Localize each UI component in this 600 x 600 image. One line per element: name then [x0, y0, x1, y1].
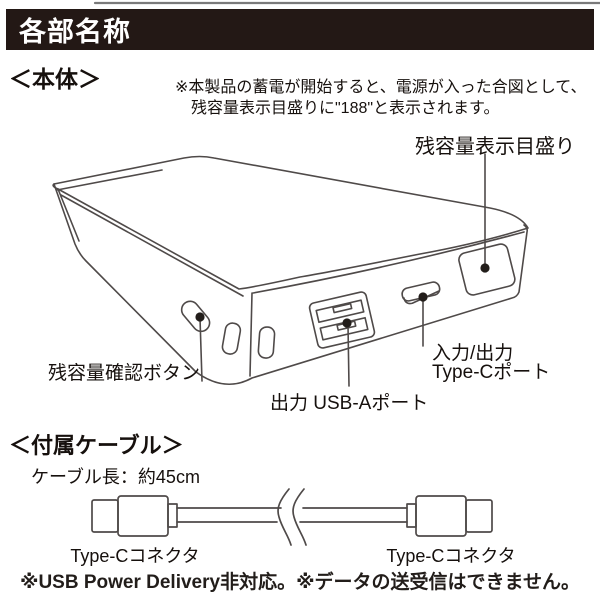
leader-button [199, 317, 203, 382]
dot-type-c [418, 292, 428, 302]
bevel-line-topleft [56, 169, 163, 191]
cable-left-tip [91, 499, 119, 533]
corner-edge [249, 292, 253, 377]
left-edge [53, 183, 197, 373]
bevel-line-leftedge [57, 188, 80, 242]
cable-illustration [91, 488, 493, 546]
usb-a-port-block [308, 291, 376, 349]
cable-heading: ＜付属ケーブル＞ [9, 433, 184, 458]
dot-gauge [480, 263, 490, 273]
bevel-line-frontleft [60, 194, 244, 297]
cable-left-collar [167, 503, 178, 528]
bottom-and-right-edge [195, 224, 528, 385]
cable-break-left [277, 488, 292, 546]
power-bank-illustration [52, 153, 529, 387]
startup-note-line2: 残容量表示目盛りに"188"と表示されます。 [191, 100, 500, 117]
label-type-c-line2: Type-Cポート [432, 362, 551, 383]
label-type-c-line1: 入力/出力 [432, 343, 514, 364]
capacity-check-button [180, 300, 211, 333]
cable-break-right [292, 488, 307, 546]
cable-right-collar [406, 503, 417, 528]
cable-right-tip [465, 499, 493, 533]
label-capacity-gauge: 残容量表示目盛り [415, 136, 575, 158]
display-window [458, 243, 516, 296]
startup-note-line1: ※本製品の蓄電が開始すると、電源が入った合図として、 [175, 79, 587, 96]
usb-a-tab-upper [332, 302, 353, 314]
label-connector-right: Type-Cコネクタ [386, 546, 516, 566]
groove-left [221, 322, 242, 355]
cable-right-body [415, 495, 467, 537]
dot-button [195, 312, 205, 322]
groove-right [257, 326, 276, 359]
leader-usb-a [347, 324, 350, 387]
cable-tube-left [176, 507, 282, 523]
cable-note: ※USB Power Delivery非対応。※データの送受信はできません。 [19, 572, 580, 593]
section-header-bar: 各部名称 [6, 9, 594, 50]
front-face-top-edge [252, 231, 525, 294]
label-capacity-button: 残容量確認ボタン [48, 363, 201, 384]
power-bank-top-face [52, 155, 529, 290]
label-usb-a-port: 出力 USB-Aポート [270, 393, 429, 414]
usb-a-slot-upper [315, 299, 365, 324]
dot-usb-a [342, 318, 352, 328]
cable-left-body [117, 495, 169, 537]
cable-length-label: ケーブル長：約45cm [31, 467, 200, 487]
body-heading: ＜本体＞ [9, 66, 101, 92]
label-connector-left: Type-Cコネクタ [70, 546, 200, 566]
cable-tube-right [299, 507, 408, 523]
page-title: 各部名称 [19, 17, 131, 47]
